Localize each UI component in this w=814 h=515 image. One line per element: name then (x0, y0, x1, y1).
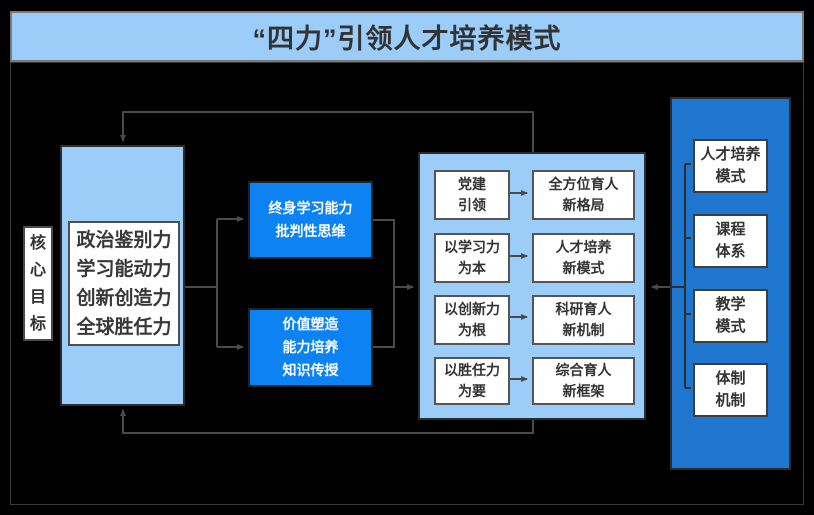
mechanism-right-box: 全方位育人 新格局 (532, 170, 635, 220)
mech-line: 为要 (458, 383, 486, 399)
outcome-line: 体制 (715, 370, 746, 387)
mech-line: 科研育人 (555, 301, 612, 317)
mech-line: 全方位育人 (548, 176, 619, 192)
outcome-line: 体系 (715, 243, 746, 260)
ability-line: 价值塑造 (282, 316, 339, 332)
ability-box-learning: 终身学习能力 批判性思维 (248, 181, 373, 259)
outcome-box: 课程 体系 (693, 214, 768, 268)
outcome-box: 人才培养 模式 (693, 139, 768, 193)
force-line: 全球胜任力 (76, 316, 172, 338)
mechanism-right-box: 综合育人 新框架 (532, 357, 635, 405)
outcome-line: 人才培养 (700, 146, 761, 163)
mech-line: 为根 (458, 322, 486, 338)
four-forces-box: 政治鉴别力 学习能动力 创新创造力 全球胜任力 (68, 221, 180, 346)
mechanism-right-box: 人才培养 新模式 (532, 233, 635, 283)
mechanism-left-box: 以创新力 为根 (434, 295, 510, 345)
ability-line: 批判性思维 (275, 223, 346, 239)
ability-line: 知识传授 (282, 362, 339, 378)
force-line: 政治鉴别力 (76, 229, 172, 251)
mech-line: 为本 (458, 260, 486, 276)
mech-line: 以创新力 (444, 301, 500, 317)
mech-line: 新框架 (562, 383, 605, 399)
mech-line: 新机制 (562, 322, 605, 338)
outcome-box: 教学 模式 (693, 289, 768, 343)
mech-line: 党建 (458, 176, 486, 192)
mech-line: 引领 (458, 197, 486, 213)
ability-box-values: 价值塑造 能力培养 知识传授 (248, 308, 373, 387)
four-forces-panel: 政治鉴别力 学习能动力 创新创造力 全球胜任力 (60, 145, 185, 406)
mech-line: 新格局 (562, 197, 605, 213)
force-line: 学习能动力 (76, 258, 172, 280)
outcome-line: 教学 (715, 296, 746, 313)
mech-line: 综合育人 (555, 362, 612, 378)
mech-line: 以胜任力 (444, 362, 500, 378)
ability-line: 终身学习能力 (268, 200, 353, 216)
mech-line: 人才培养 (555, 239, 612, 255)
outcome-line: 课程 (715, 221, 746, 238)
mech-line: 新模式 (562, 260, 605, 276)
mechanism-right-box: 科研育人 新机制 (532, 295, 635, 345)
core-goal-label: 核心目标 (29, 234, 46, 333)
outcome-line: 模式 (715, 318, 746, 335)
outcome-panel: 人才培养 模式 课程 体系 教学 模式 体制 机制 (670, 97, 791, 470)
outcome-box: 体制 机制 (693, 363, 768, 417)
core-goal-box: 核心目标 (23, 226, 53, 341)
outcome-line: 机制 (715, 392, 746, 409)
mechanism-left-box: 党建 引领 (434, 170, 510, 220)
title-banner: “四力”引领人才培养模式 (10, 11, 804, 62)
mechanism-panel: 党建 引领 全方位育人 新格局 以学习力 为本 人才培养 新模式 以创新力 为根… (418, 152, 646, 420)
force-line: 创新创造力 (76, 287, 172, 309)
outcome-line: 模式 (715, 168, 746, 185)
mechanism-left-box: 以胜任力 为要 (434, 357, 510, 405)
page-title: “四力”引领人才培养模式 (252, 24, 562, 54)
mech-line: 以学习力 (444, 239, 500, 255)
mechanism-left-box: 以学习力 为本 (434, 233, 510, 283)
ability-line: 能力培养 (282, 339, 339, 355)
